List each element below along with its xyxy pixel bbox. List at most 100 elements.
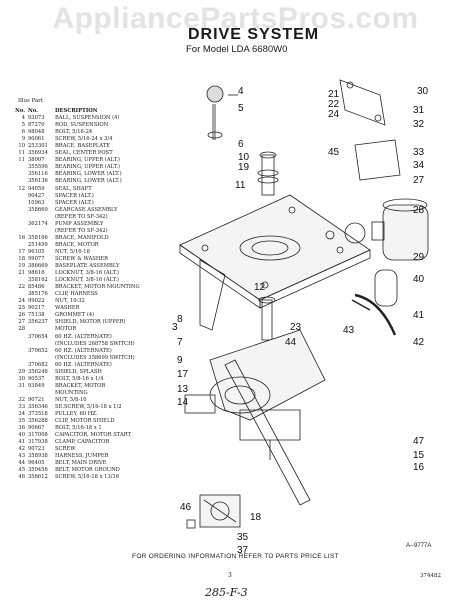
illus-no: 27 <box>18 319 25 326</box>
part-description: SCREW & WASHER <box>55 255 109 262</box>
part-description: (REFER TO SF-342) <box>55 213 108 220</box>
figure-reference: A--9777A <box>406 543 432 549</box>
part-no: 317938 <box>28 439 48 446</box>
callout-21: 21 <box>328 89 340 100</box>
callout-12: 12 <box>254 282 266 293</box>
illus-no: 19 <box>18 263 25 270</box>
part-no: 356237 <box>28 319 48 326</box>
gearcase <box>209 329 326 421</box>
capacitor <box>374 269 398 307</box>
column-header: No. <box>15 108 25 114</box>
illus-no: 40 <box>18 432 25 439</box>
parts-row: (INCLUDES 358699 SWITCH) <box>14 355 184 362</box>
illus-no: 34 <box>18 411 25 418</box>
callout-15: 15 <box>413 450 425 461</box>
part-description: SEAL, CENTER POST <box>55 150 113 157</box>
part-description: PUMP ASSEMBLY <box>55 220 104 227</box>
illus-no: 21 <box>18 270 25 277</box>
parts-table-header-top: Illus Part <box>18 98 43 104</box>
part-description: BEARING, LOWER (ALT.) <box>55 178 122 185</box>
part-description: CLIP, HARNESS <box>55 291 98 298</box>
part-no: 356934 <box>28 150 48 157</box>
part-no: 373518 <box>28 411 48 418</box>
illus-no: 26 <box>18 312 25 319</box>
baseplate-brace <box>199 259 226 331</box>
part-description: BOLT, 5/16-18 x 1 <box>55 425 102 432</box>
callout-23: 23 <box>290 322 302 333</box>
callout-42: 42 <box>413 337 425 348</box>
motor-pulley <box>344 222 366 244</box>
callout-3: 3 <box>172 322 178 333</box>
part-description: 60 HZ. (ALTERNATE) <box>55 347 112 354</box>
illus-no: 18 <box>18 255 25 262</box>
part-description: (REFER TO SF-342) <box>55 227 108 234</box>
callout-13: 13 <box>177 384 189 395</box>
illus-no: 46 <box>18 474 25 481</box>
part-no: 356288 <box>28 418 48 425</box>
part-no: 356116 <box>28 171 48 178</box>
callout-6: 6 <box>238 139 244 150</box>
illus-no: 25 <box>18 305 25 312</box>
part-description: SE.SCREW, 5/16-18 x 1/2 <box>55 403 122 410</box>
part-description: SCREW <box>55 446 76 453</box>
part-description: MOUNTING <box>55 389 88 396</box>
illus-no: 43 <box>18 453 25 460</box>
parts-row: 355596 BEARING, UPPER (ALT.) <box>14 164 184 171</box>
part-description: CLIP, MOTOR SHIELD <box>55 418 115 425</box>
illus-no: 12 <box>18 185 25 192</box>
main-drive-belt <box>224 359 311 506</box>
part-description: BELT, MAIN DRIVE <box>55 460 107 467</box>
part-description: BOLT, 5/16-24 <box>55 129 93 136</box>
part-description: BASEPLATE ASSEMBLY <box>55 263 120 270</box>
part-description: BRACE, MOTOR <box>55 241 99 248</box>
illus-no: 24 <box>18 298 25 305</box>
callout-9: 9 <box>177 355 183 366</box>
part-no: 370652 <box>28 347 48 354</box>
part-description: BELT, MOTOR GROUND <box>55 467 120 474</box>
parts-row: (INCLUDES 268758 SWITCH) <box>14 341 184 348</box>
part-description: BRACE, MANIFOLD <box>55 234 109 241</box>
part-description: BOLT, 5/8-16 x 1/4 <box>55 375 104 382</box>
callout-35: 35 <box>237 532 249 543</box>
part-no: 355596 <box>28 164 48 171</box>
illus-no: 5 <box>21 122 25 129</box>
part-description: SHIELD, SPLASH <box>55 368 102 375</box>
part-no: 356346 <box>28 403 48 410</box>
illus-no: 9 <box>21 136 25 143</box>
part-no: 385176 <box>28 291 48 298</box>
part-description: (INCLUDES 268758 SWITCH) <box>55 340 135 347</box>
watermark: AppliancePartsPros.com <box>52 2 419 35</box>
parts-row: (REFER TO SF-342) <box>14 214 184 221</box>
part-description: SHIELD, MOTOR (UPPER) <box>55 319 126 326</box>
part-no: 98616 <box>28 270 45 277</box>
part-no: 93073 <box>28 115 45 122</box>
part-description: CAPACITOR, MOTOR START <box>55 432 131 439</box>
callout-46: 46 <box>180 502 192 513</box>
part-no: 358162 <box>28 277 48 284</box>
part-description: GROMMET (4) <box>55 312 95 319</box>
callout-18: 18 <box>250 512 262 523</box>
part-no: 93849 <box>28 382 45 389</box>
part-description: BRACKET, MOTOR MOUNTING <box>55 284 140 291</box>
suspension-ball <box>206 85 224 103</box>
callout-16: 16 <box>413 462 425 473</box>
part-description: BEARING, UPPER (ALT.) <box>55 164 120 171</box>
part-description: 60 HZ. (ALTERNATE) <box>55 361 112 368</box>
part-description: GEARCASE ASSEMBLY <box>55 206 118 213</box>
